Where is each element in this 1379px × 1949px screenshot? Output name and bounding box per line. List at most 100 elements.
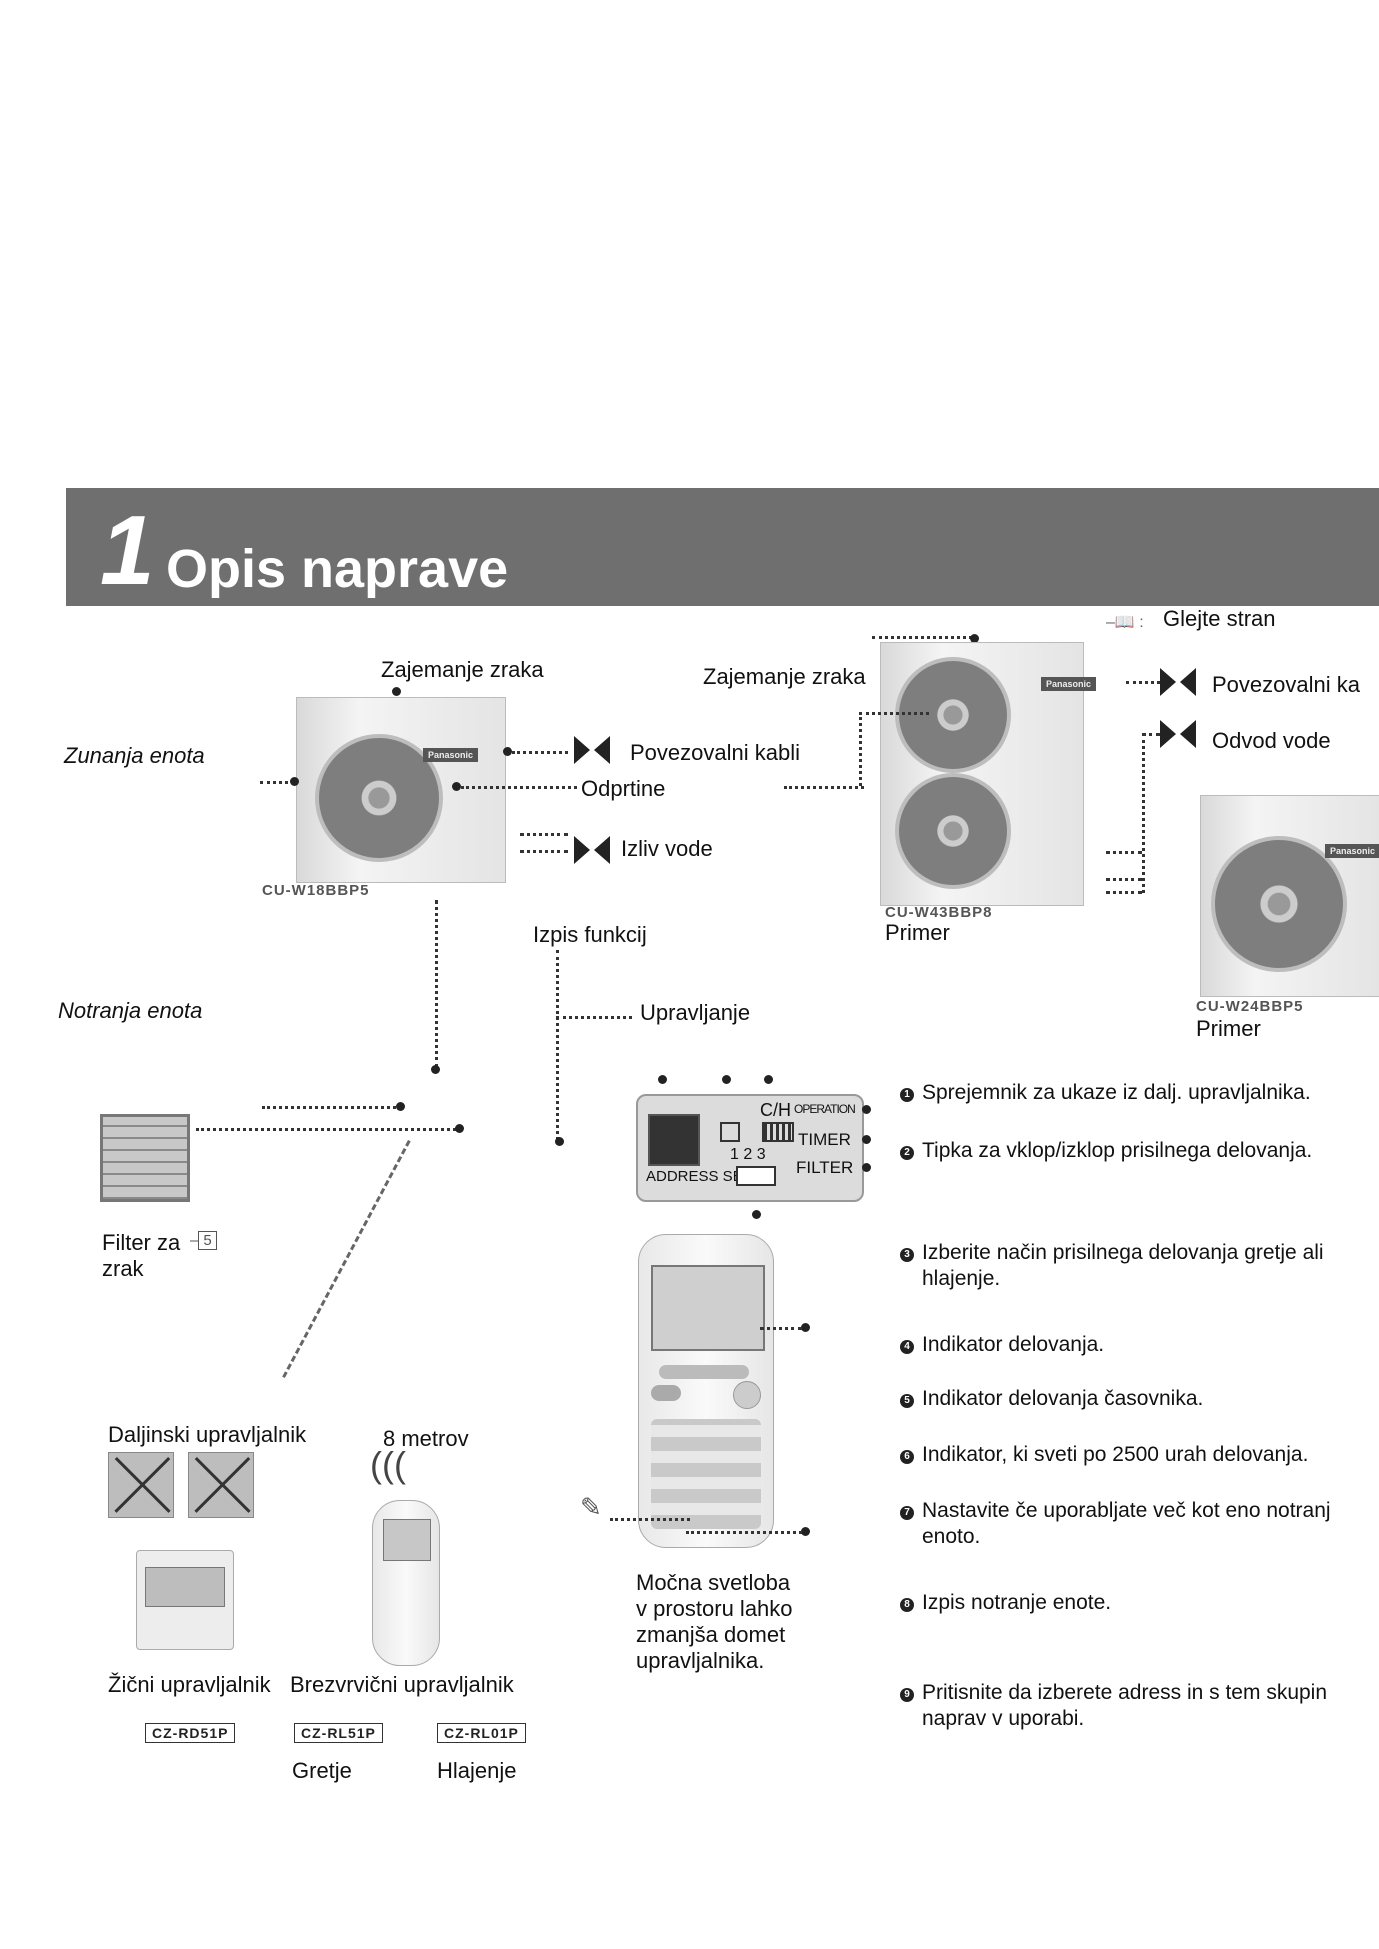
remote-button-panel bbox=[651, 1419, 761, 1529]
ch-switch[interactable] bbox=[762, 1122, 794, 1142]
wired-controller-display bbox=[145, 1567, 225, 1607]
outdoor-section-label: Zunanja enota bbox=[64, 743, 205, 768]
temp-up-button[interactable] bbox=[659, 1365, 749, 1379]
water-drain-label: Odvod vode bbox=[1212, 728, 1331, 753]
leader-line bbox=[872, 636, 972, 639]
signal-range-line bbox=[282, 1140, 414, 1380]
fan-icon bbox=[895, 773, 1011, 889]
cooling-label: Hlajenje bbox=[437, 1758, 517, 1783]
callout-2 bbox=[722, 1075, 731, 1084]
remote-button[interactable] bbox=[733, 1381, 761, 1409]
callout-7 bbox=[752, 1210, 761, 1219]
fan-icon bbox=[1211, 836, 1347, 972]
function-display-label: Izpis funkcij bbox=[533, 922, 647, 947]
brand-logo: Panasonic bbox=[1041, 677, 1097, 691]
leader-line bbox=[512, 751, 568, 754]
marker-dot bbox=[455, 1124, 464, 1133]
note-line-2: v prostoru lahko bbox=[636, 1596, 793, 1621]
control-label: Upravljanje bbox=[640, 1000, 751, 1025]
timer-label: TIMER bbox=[798, 1130, 851, 1149]
water-drain-icon bbox=[1160, 720, 1196, 748]
model-label-1: CU-W18BBP5 bbox=[262, 882, 370, 899]
connect-cables-label-1: Povezovalni kabli bbox=[630, 740, 800, 765]
leader-line bbox=[1106, 878, 1142, 881]
example-label-2: Primer bbox=[1196, 1016, 1261, 1041]
leader-line bbox=[262, 1106, 402, 1109]
model-label-3: CU-W24BBP5 bbox=[1196, 998, 1304, 1015]
leader-line bbox=[1106, 891, 1142, 894]
marker-dot bbox=[396, 1102, 405, 1111]
leader-line bbox=[859, 712, 929, 715]
note-line-4: upravljalnika. bbox=[636, 1648, 765, 1673]
filter-label-1: Filter za bbox=[102, 1230, 181, 1255]
callout-3 bbox=[764, 1075, 773, 1084]
model-code-3: CZ-RL01P bbox=[437, 1723, 526, 1743]
wireless-remote-large bbox=[638, 1234, 774, 1548]
leader-line bbox=[859, 712, 862, 786]
leader-line bbox=[520, 850, 568, 853]
connect-cables-label-2: Povezovalni ka bbox=[1212, 672, 1360, 697]
leader-line bbox=[686, 1531, 802, 1534]
marker-dot bbox=[431, 1065, 440, 1074]
callout-1 bbox=[658, 1075, 667, 1084]
leader-line bbox=[1142, 733, 1145, 893]
filter-indicator-label: FILTER bbox=[796, 1158, 854, 1177]
marker-dot bbox=[290, 777, 299, 786]
leader-line bbox=[1142, 733, 1160, 736]
wifi-signal-icon: ((( bbox=[370, 1444, 406, 1485]
ir-receiver bbox=[648, 1114, 700, 1166]
address-digits: 1 2 3 bbox=[730, 1146, 766, 1163]
remote-display bbox=[651, 1265, 765, 1351]
callout-6 bbox=[862, 1163, 871, 1172]
remote-button[interactable] bbox=[651, 1385, 681, 1401]
section-header: 1 Opis naprave bbox=[66, 488, 1379, 606]
distance-label: 8 metrov bbox=[383, 1426, 469, 1451]
marker-dot bbox=[555, 1137, 564, 1146]
address-set-label: ADDRESS SET bbox=[646, 1168, 752, 1185]
callout-9 bbox=[801, 1527, 810, 1536]
leader-line bbox=[1126, 681, 1160, 684]
book-reference-icon: –📖 : bbox=[1106, 614, 1144, 631]
leader-line bbox=[784, 786, 864, 789]
model-code-2: CZ-RL51P bbox=[294, 1723, 383, 1743]
leader-line bbox=[556, 1016, 632, 1019]
heating-label: Gretje bbox=[292, 1758, 352, 1783]
air-intake-label-2: Zajemanje zraka bbox=[703, 664, 866, 689]
marker-dot bbox=[392, 687, 401, 696]
outdoor-unit-large: Panasonic bbox=[880, 642, 1097, 906]
marker-dot bbox=[503, 747, 512, 756]
force-operation-button[interactable] bbox=[720, 1122, 740, 1142]
indoor-control-panel: C/H OPERATION TIMER FILTER 1 2 3 ADDRESS… bbox=[636, 1094, 864, 1202]
wireless-controller-label: Brezvrvični upravljalnik bbox=[290, 1672, 514, 1697]
example-label-1: Primer bbox=[885, 920, 950, 945]
cable-connector-icon bbox=[1160, 668, 1196, 696]
model-code-1: CZ-RD51P bbox=[145, 1723, 236, 1743]
leader-line bbox=[435, 900, 438, 1068]
page-ref-icon: –5 bbox=[190, 1231, 217, 1250]
no-obstacle-icon bbox=[108, 1452, 174, 1518]
address-switch[interactable] bbox=[736, 1166, 776, 1186]
legend-glejte-stran: Glejte stran bbox=[1163, 606, 1276, 631]
brand-logo: Panasonic bbox=[1325, 844, 1379, 858]
model-label-2: CU-W43BBP8 bbox=[885, 904, 993, 921]
wired-controller-label: Žični upravljalnik bbox=[108, 1672, 271, 1697]
leader-line bbox=[1106, 851, 1142, 854]
leader-line bbox=[520, 833, 568, 836]
outdoor-unit-medium: Panasonic bbox=[1200, 795, 1379, 997]
wireless-remote-small bbox=[372, 1500, 440, 1666]
section-number: 1 bbox=[100, 495, 154, 605]
leader-line bbox=[760, 1327, 802, 1330]
leader-line bbox=[556, 950, 559, 1140]
fan-icon bbox=[315, 734, 443, 862]
air-filter-image bbox=[100, 1114, 190, 1202]
filter-label-2: zrak bbox=[102, 1256, 144, 1281]
leader-line bbox=[610, 1518, 690, 1521]
marker-dot bbox=[452, 782, 461, 791]
section-title: Opis naprave bbox=[166, 539, 509, 599]
